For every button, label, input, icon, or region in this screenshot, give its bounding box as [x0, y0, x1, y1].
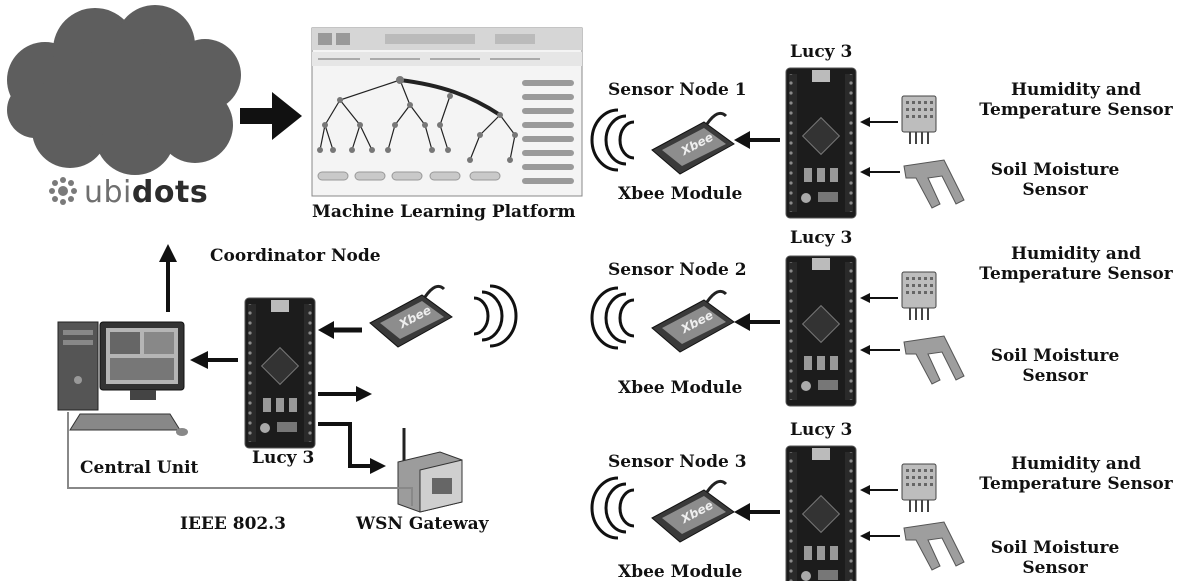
node-2-board-label: Lucy 3: [790, 228, 853, 248]
node-2-humidity-line-1: Humidity and: [1010, 244, 1142, 264]
node-2-title: Sensor Node 2: [608, 260, 747, 280]
node-3-soil-line-2: Sensor: [1022, 558, 1088, 579]
coordinator-signal-icon: [472, 284, 518, 348]
node-1-title: Sensor Node 1: [608, 80, 747, 100]
node-3-soil-label: Soil Moisture Sensor: [980, 538, 1130, 579]
logo-suffix: dots: [131, 175, 209, 210]
node-3-soil-line-1: Soil Moisture: [990, 538, 1120, 558]
node-1-humidity-line-1: Humidity and: [1010, 80, 1142, 100]
node-3-title: Sensor Node 3: [608, 452, 747, 472]
node-1-xbee-label: Xbee Module: [618, 184, 743, 204]
sensor-node-3-graphics: [590, 445, 965, 581]
node-2-soil-label: Soil Moisture Sensor: [980, 346, 1130, 387]
node-2-humidity-label: Humidity and Temperature Sensor: [970, 244, 1182, 285]
node-1-humidity-line-2: Temperature Sensor: [979, 100, 1173, 121]
node-3-humidity-line-1: Humidity and: [1010, 454, 1142, 474]
node-3-humidity-line-2: Temperature Sensor: [979, 474, 1173, 495]
node-1-humidity-label: Humidity and Temperature Sensor: [970, 80, 1182, 121]
ml-platform-screenshot-icon: [311, 27, 583, 197]
node-3-xbee-label: Xbee Module: [618, 562, 743, 582]
left-arrow-icon: [318, 321, 362, 339]
logo-prefix: ubi: [84, 175, 132, 210]
ubidots-logo: ubidots: [48, 175, 208, 210]
node-2-soil-line-1: Soil Moisture: [990, 346, 1120, 366]
up-arrow-icon: [159, 244, 177, 312]
sensor-node-1-graphics: [590, 67, 965, 219]
wsn-gateway-label: WSN Gateway: [356, 514, 489, 534]
gateway-icon: [397, 428, 463, 513]
node-1-board-label: Lucy 3: [790, 42, 853, 62]
computer-icon: [57, 321, 188, 436]
node-3-humidity-label: Humidity and Temperature Sensor: [970, 454, 1182, 495]
ml-platform-label: Machine Learning Platform: [312, 202, 576, 222]
central-unit-label: Central Unit: [80, 458, 199, 478]
node-2-humidity-line-2: Temperature Sensor: [979, 264, 1173, 285]
ieee-label: IEEE 802.3: [180, 514, 286, 534]
sensor-node-2-graphics: [590, 255, 965, 407]
cloud-icon: [7, 5, 241, 175]
node-2-soil-line-2: Sensor: [1022, 366, 1088, 387]
right-arrow-icon: [318, 386, 372, 402]
coordinator-board-label: Lucy 3: [252, 448, 315, 468]
coordinator-board-icon: [244, 297, 316, 449]
right-arrow-icon: [240, 92, 302, 140]
node-2-xbee-label: Xbee Module: [618, 378, 743, 398]
node-1-soil-line-2: Sensor: [1022, 180, 1088, 201]
ethernet-link: [67, 412, 413, 506]
node-1-soil-label: Soil Moisture Sensor: [980, 160, 1130, 201]
coordinator-node-label: Coordinator Node: [210, 246, 381, 266]
elbow-arrow-icon: [318, 422, 386, 474]
node-1-soil-line-1: Soil Moisture: [990, 160, 1120, 180]
coordinator-xbee-icon: [368, 284, 454, 349]
left-arrow-icon: [190, 351, 238, 369]
ubidots-mark-icon: [49, 177, 77, 205]
node-3-board-label: Lucy 3: [790, 420, 853, 440]
